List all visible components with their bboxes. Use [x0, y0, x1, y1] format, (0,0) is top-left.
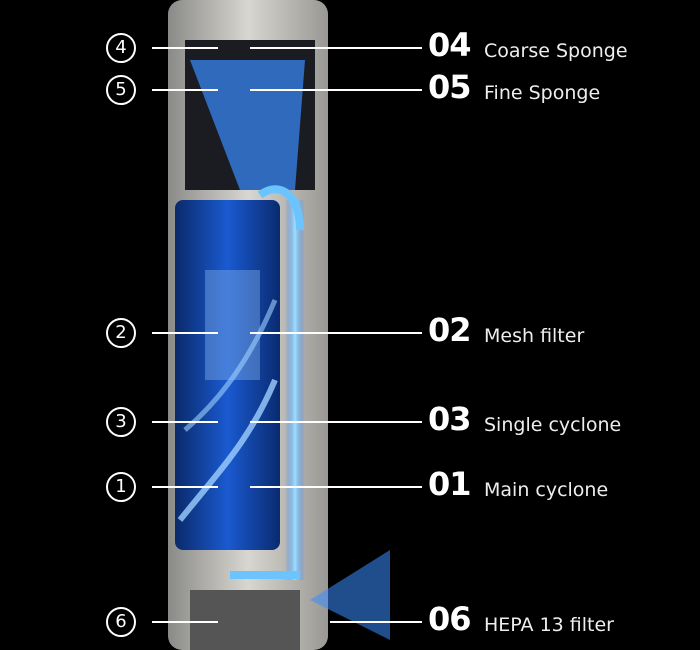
callout-number: 04	[428, 26, 472, 64]
leader-line	[250, 332, 422, 334]
leader-line	[152, 621, 218, 623]
callout-number: 01	[428, 465, 472, 503]
hepa-exhaust	[310, 550, 390, 640]
callout-label: Main cyclone	[484, 479, 609, 501]
mesh-filter	[205, 270, 260, 380]
marker-5: 5	[106, 75, 136, 105]
callout-number: 06	[428, 600, 472, 638]
leader-line	[152, 421, 218, 423]
marker-2: 2	[106, 318, 136, 348]
callout-label: Fine Sponge	[484, 82, 601, 104]
marker-3: 3	[106, 407, 136, 437]
leader-line	[330, 621, 422, 623]
sponge-airflow	[190, 60, 305, 190]
callout-label: Mesh filter	[484, 325, 585, 347]
callout-number: 05	[428, 68, 472, 106]
callout-number: 03	[428, 400, 472, 438]
dust-bin	[175, 200, 280, 550]
marker-4: 4	[106, 33, 136, 63]
leader-line	[152, 332, 218, 334]
leader-line	[250, 89, 422, 91]
air-channel	[285, 200, 305, 580]
callout-label: HEPA 13 filter	[484, 614, 614, 636]
marker-6: 6	[106, 607, 136, 637]
leader-line	[152, 47, 218, 49]
leader-line	[250, 486, 422, 488]
leader-line	[152, 486, 218, 488]
callout-number: 02	[428, 311, 472, 349]
leader-line	[152, 89, 218, 91]
leader-line	[250, 421, 422, 423]
leader-line	[250, 47, 422, 49]
marker-1: 1	[106, 472, 136, 502]
callout-label: Single cyclone	[484, 414, 622, 436]
callout-label: Coarse Sponge	[484, 40, 628, 62]
